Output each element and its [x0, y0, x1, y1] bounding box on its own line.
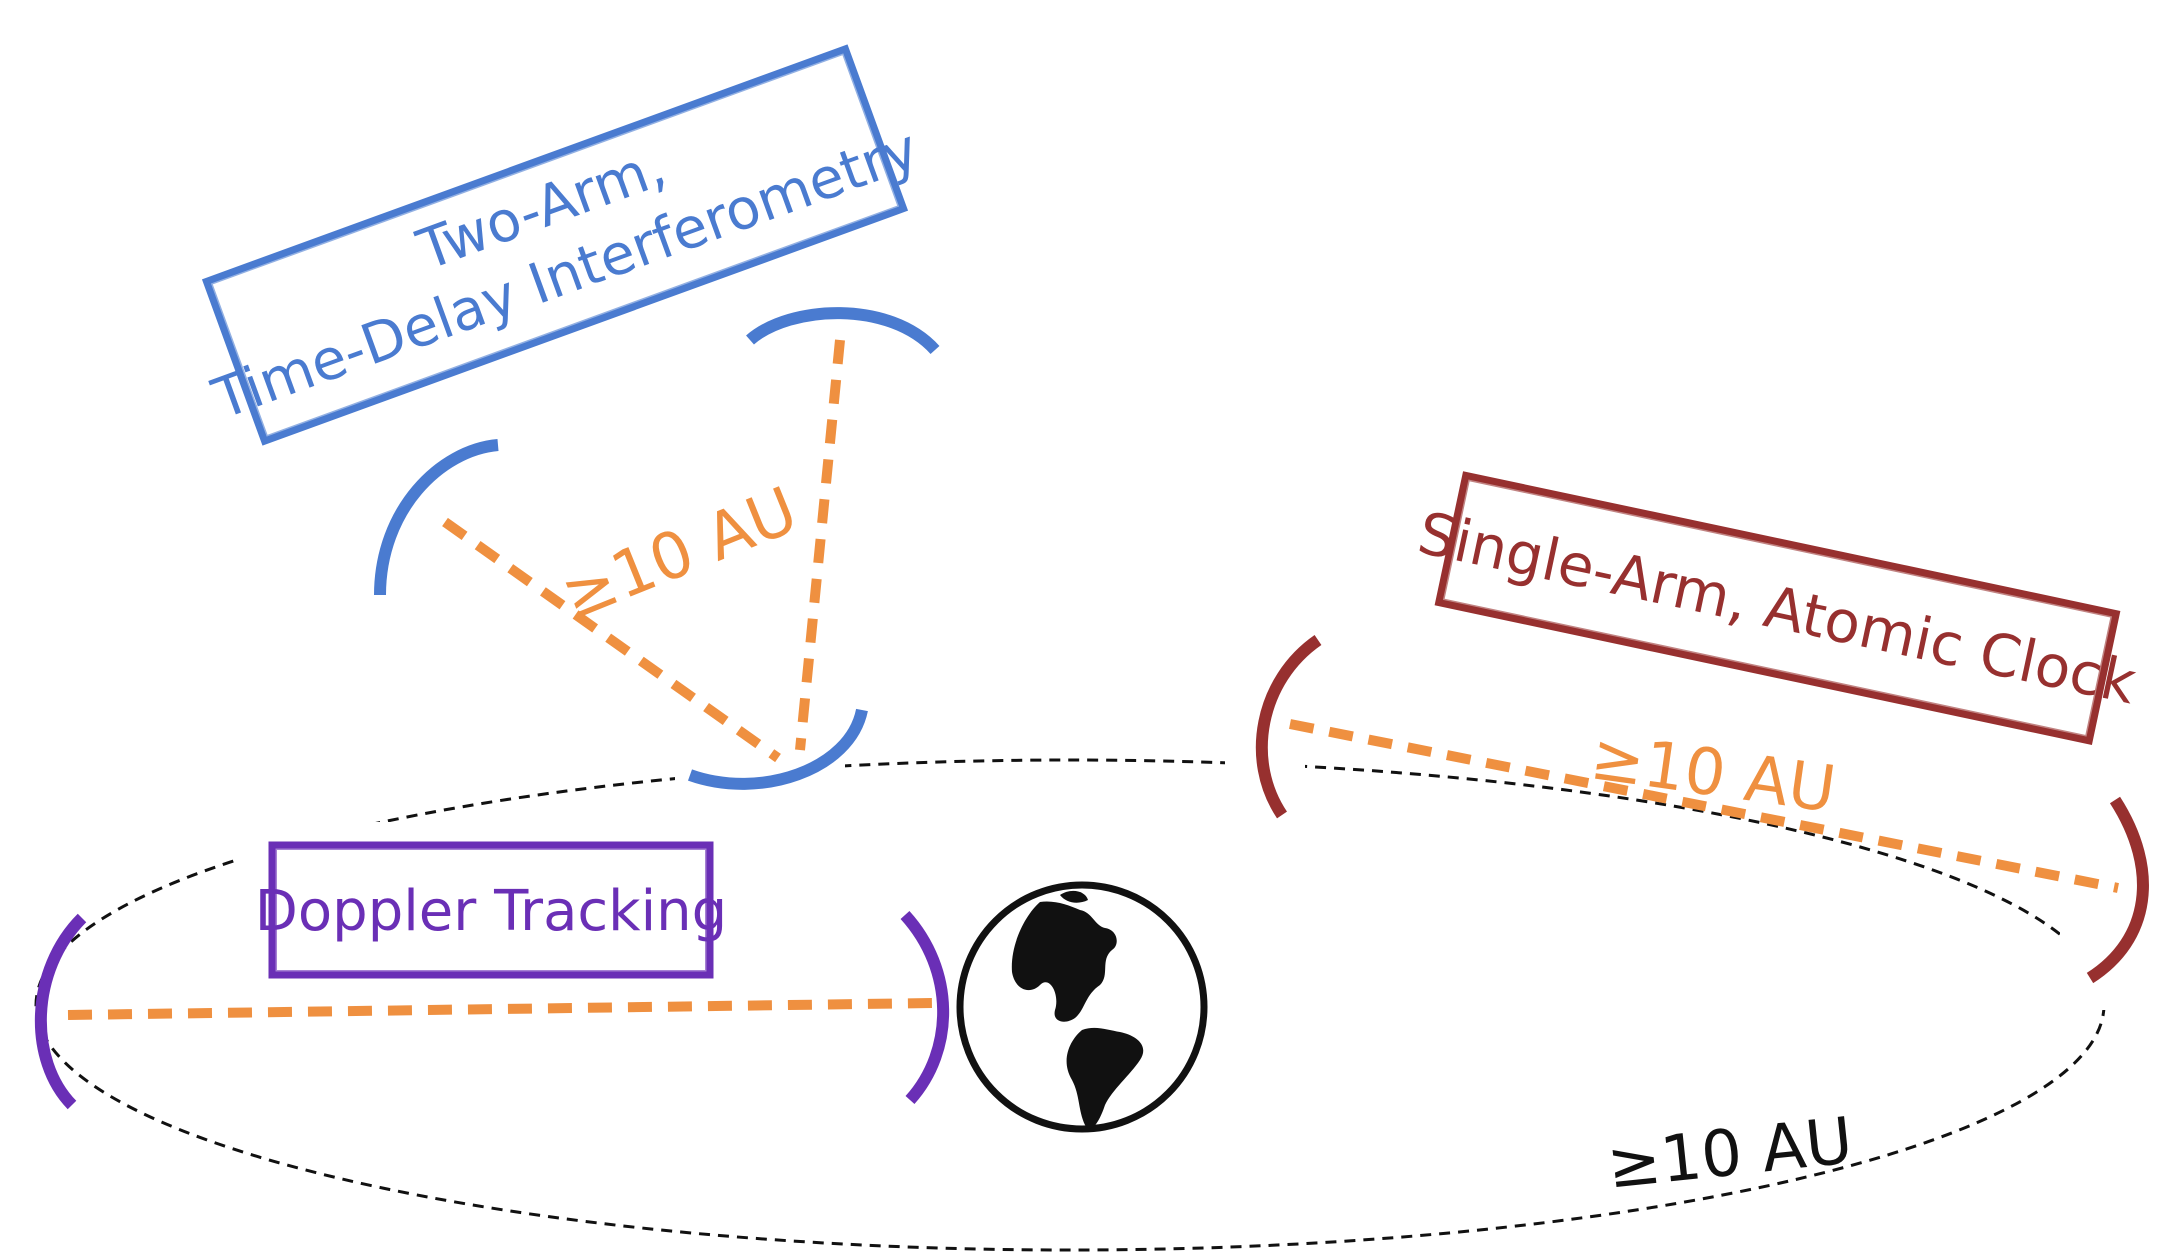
- two-arm-arm-right: [795, 339, 845, 751]
- orbit-distance-label: ≥10 AU: [1604, 1104, 1856, 1203]
- single-arm-detector: Single-Arm, Atomic Clock ≥10 AU: [1255, 471, 2149, 984]
- single-arm-mirror-right: [2086, 796, 2149, 984]
- single-arm-mirror-left: [1255, 635, 1322, 819]
- two-arm-label-box: Two-Arm, Time-Delay Interferometry: [201, 44, 927, 446]
- single-arm-label: Single-Arm, Atomic Clock: [1412, 499, 2142, 718]
- doppler-label: Doppler Tracking: [255, 879, 727, 944]
- two-arm-distance-label: ≥10 AU: [552, 474, 808, 635]
- two-arm-mirror-top: [746, 307, 940, 355]
- two-arm-arm-left: [442, 517, 781, 763]
- single-arm-arm: [1289, 719, 2119, 893]
- doppler-mirror-left: [34, 913, 87, 1110]
- two-arm-label-line2: Time-Delay Interferometry: [204, 117, 927, 433]
- two-arm-mirror-left: [374, 439, 499, 596]
- two-arm-mirror-bottom: [687, 708, 868, 790]
- doppler-detector: Doppler Tracking: [34, 841, 950, 1110]
- two-arm-detector: Two-Arm, Time-Delay Interferometry ≥10 A…: [201, 44, 940, 790]
- doppler-arm: [67, 998, 936, 1020]
- doppler-label-box: [268, 841, 714, 979]
- earth-globe-icon: [956, 881, 1208, 1133]
- single-arm-label-box: Single-Arm, Atomic Clock: [1412, 471, 2142, 745]
- doppler-mirror-right: [900, 910, 950, 1105]
